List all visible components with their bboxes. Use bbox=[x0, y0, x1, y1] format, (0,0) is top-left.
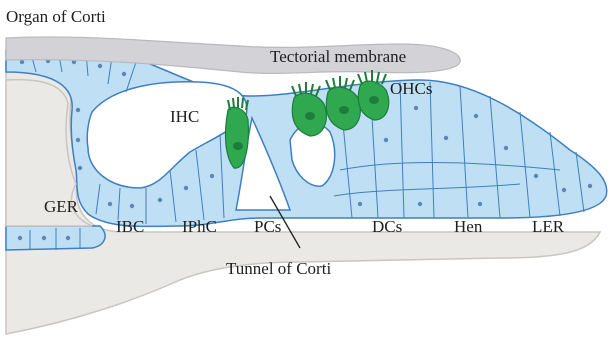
label-iphc: IPhC bbox=[182, 217, 217, 236]
label-tectorial-membrane: Tectorial membrane bbox=[270, 47, 406, 66]
figure-title: Organ of Corti bbox=[6, 7, 106, 26]
label-ibc: IBC bbox=[116, 217, 144, 236]
label-hen: Hen bbox=[454, 217, 483, 236]
label-ihc: IHC bbox=[170, 107, 199, 126]
label-ohcs: OHCs bbox=[390, 79, 433, 98]
label-ger: GER bbox=[44, 197, 79, 216]
outer-hair-cell-3 bbox=[358, 70, 389, 120]
label-ler: LER bbox=[532, 217, 565, 236]
label-pcs: PCs bbox=[254, 217, 281, 236]
label-tunnel-of-corti: Tunnel of Corti bbox=[226, 259, 331, 278]
label-dcs: DCs bbox=[372, 217, 402, 236]
